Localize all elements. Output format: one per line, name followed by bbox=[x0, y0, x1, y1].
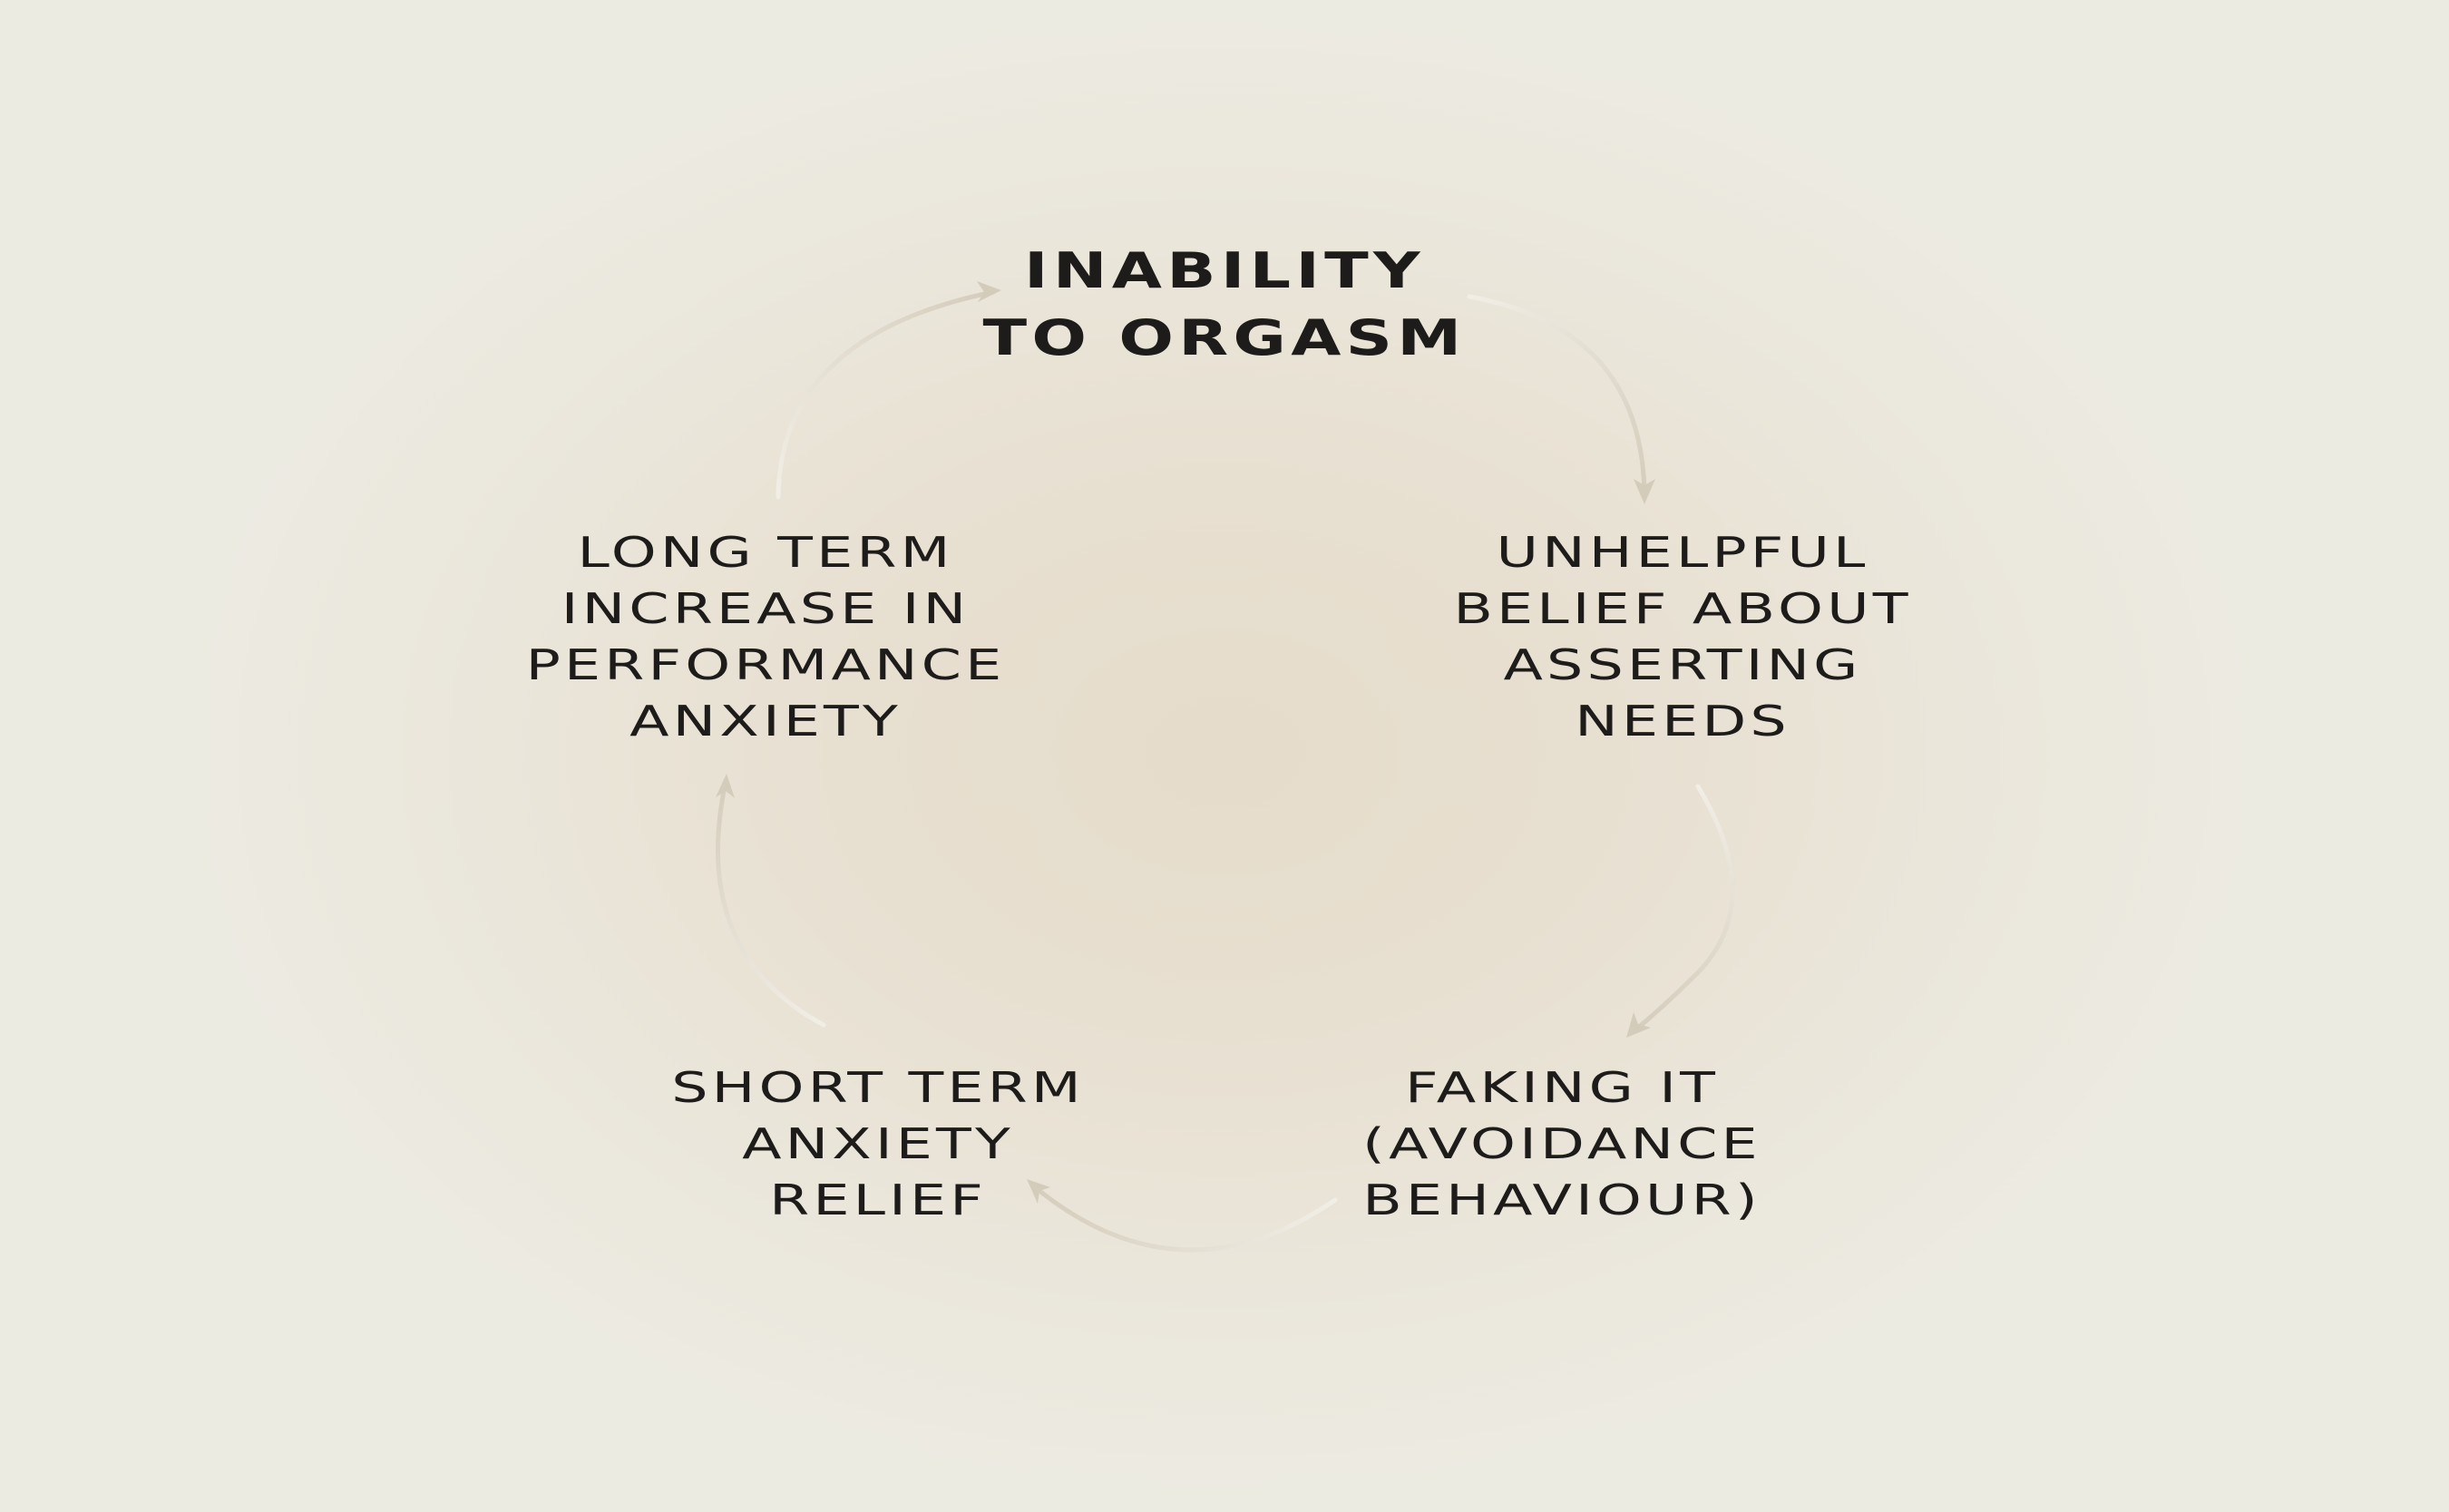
arrow-long-term-to-inability bbox=[776, 281, 1001, 500]
node-line: ANXIETY bbox=[742, 1119, 1014, 1168]
node-line: INCREASE IN bbox=[561, 584, 971, 633]
node-line: PERFORMANCE bbox=[525, 640, 1006, 689]
node-line: NEEDS bbox=[1575, 697, 1790, 746]
node-line: RELIEF bbox=[769, 1175, 987, 1224]
node-line: LONG TERM bbox=[577, 528, 954, 577]
arrow-belief-to-faking bbox=[1626, 784, 1735, 1038]
node-line: SHORT TERM bbox=[671, 1063, 1085, 1112]
node-long-term-anxiety: LONG TERM INCREASE IN PERFORMANCE ANXIET… bbox=[484, 524, 1048, 749]
node-short-term-relief: SHORT TERM ANXIETY RELIEF bbox=[597, 1059, 1160, 1228]
node-faking-it: FAKING IT (AVOIDANCE BEHAVIOUR) bbox=[1281, 1059, 1844, 1228]
node-line: FAKING IT bbox=[1404, 1063, 1720, 1112]
node-inability-to-orgasm: INABILITY TO ORGASM bbox=[865, 238, 1584, 372]
node-line: ANXIETY bbox=[629, 697, 902, 746]
node-line: UNHELPFUL bbox=[1496, 528, 1869, 577]
arrow-faking-to-short-term bbox=[1027, 1179, 1338, 1253]
arrow-inability-to-belief bbox=[1467, 294, 1655, 504]
node-line: INABILITY bbox=[1024, 242, 1425, 299]
node-line: (AVOIDANCE bbox=[1362, 1119, 1761, 1168]
node-line: TO ORGASM bbox=[982, 309, 1467, 366]
node-unhelpful-belief: UNHELPFUL BELIEF ABOUT ASSERTING NEEDS bbox=[1401, 524, 1965, 749]
node-line: BEHAVIOUR) bbox=[1362, 1175, 1761, 1224]
node-line: BELIEF ABOUT bbox=[1453, 584, 1912, 633]
arrow-short-term-to-long-term bbox=[715, 774, 826, 1028]
node-line: ASSERTING bbox=[1503, 640, 1862, 689]
